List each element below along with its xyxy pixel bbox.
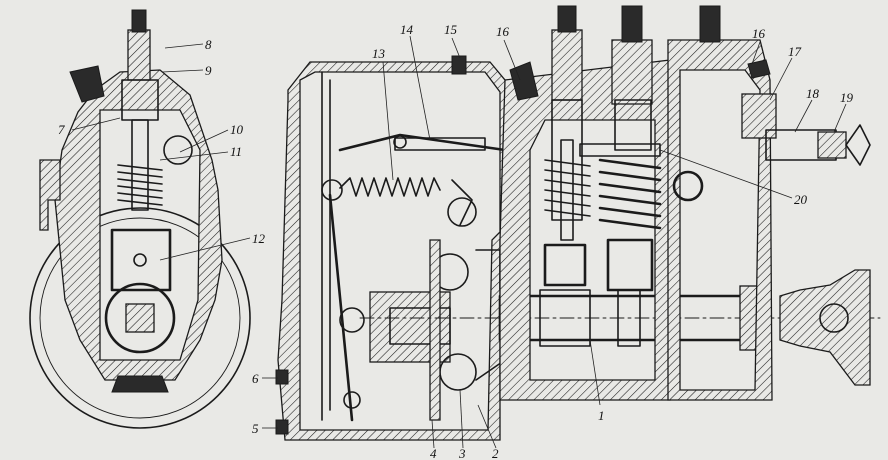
main-lever [328,193,354,422]
plunger-spring-1 [544,159,591,217]
flyweight-hub [447,197,477,227]
barrel-2 [614,99,652,151]
callout-labels: 8 9 7 10 11 12 13 14 15 16 16 17 18 19 2… [58,22,854,460]
bushing-17 [741,93,777,139]
coupling-nut [819,303,849,333]
callout-15: 15 [444,22,458,37]
tappet-pin [133,253,147,267]
pump-body [499,59,671,401]
cam-lobe-a [539,289,591,347]
callout-9: 9 [205,63,212,78]
callout-16-right: 16 [752,26,766,41]
tappet-left [110,228,172,292]
fitting-top-left [131,9,147,33]
governor-spring-13 [339,177,441,197]
base-ring-outer [29,207,251,429]
drive-coupling [779,269,871,386]
lever-roller [339,307,365,333]
callout-2: 2 [492,446,499,460]
fitting-top-1 [557,5,577,33]
spring-eye [321,179,343,201]
stop-wire [845,124,871,166]
left-transverse-section [29,9,251,429]
spring-left [117,164,163,206]
bottom-plug-left [111,375,169,393]
delivery-valve-holder-left [127,29,151,81]
delivery-valve-holder-2 [611,39,653,105]
fitting-top-2 [621,5,643,43]
callout-11: 11 [230,144,242,159]
callout-5: 5 [252,421,259,436]
callout-20: 20 [794,192,808,207]
inlet-fitting-left [69,65,105,103]
sleeve [389,307,451,345]
tappet-2 [606,238,654,292]
callout-18: 18 [806,86,820,101]
rack-guide [672,170,704,202]
cover-plate [321,71,331,421]
callout-7: 7 [58,122,65,137]
callout-10: 10 [230,122,244,137]
callout-4: 4 [430,446,437,460]
plug-screw-15 [451,55,467,75]
bolt-5 [275,419,289,435]
lever-pivot [393,135,407,149]
plunger-1 [560,139,574,241]
callout-14: 14 [400,22,414,37]
delivery-valve-holder-1 [551,29,583,101]
lever-lower-pivot [343,391,361,409]
callout-1: 1 [598,408,605,423]
callout-13: 13 [372,46,386,61]
callout-3: 3 [458,446,466,460]
governor-lever-14 [338,133,507,152]
fitting-top-3 [699,5,721,43]
stop-screw-19 [817,131,847,159]
camshaft-key-section [125,303,155,333]
bracket-16-right [747,59,771,79]
callout-8: 8 [205,37,212,52]
callout-16-left: 16 [496,24,510,39]
callout-17: 17 [788,44,802,59]
flyweight-lower [439,353,477,391]
plunger-spring-2 [598,158,662,230]
barrel-1 [551,99,583,221]
callout-6: 6 [252,371,259,386]
cam-profile [104,282,176,354]
callout-19: 19 [840,90,854,105]
governor-housing [277,61,511,441]
flyweight-arm [451,179,473,226]
tappet-1 [543,243,587,287]
leader-lines [71,35,847,449]
bolt-6 [275,369,289,385]
governor-disc [429,239,441,421]
base-ring-inner [39,217,241,419]
left-bracket [39,159,61,231]
left-housing [54,69,223,381]
callout-12: 12 [252,231,266,246]
fuel-gallery-left [163,135,193,165]
governor-section [275,55,511,441]
plunger-left [131,119,149,211]
pump-element-section [499,5,871,401]
